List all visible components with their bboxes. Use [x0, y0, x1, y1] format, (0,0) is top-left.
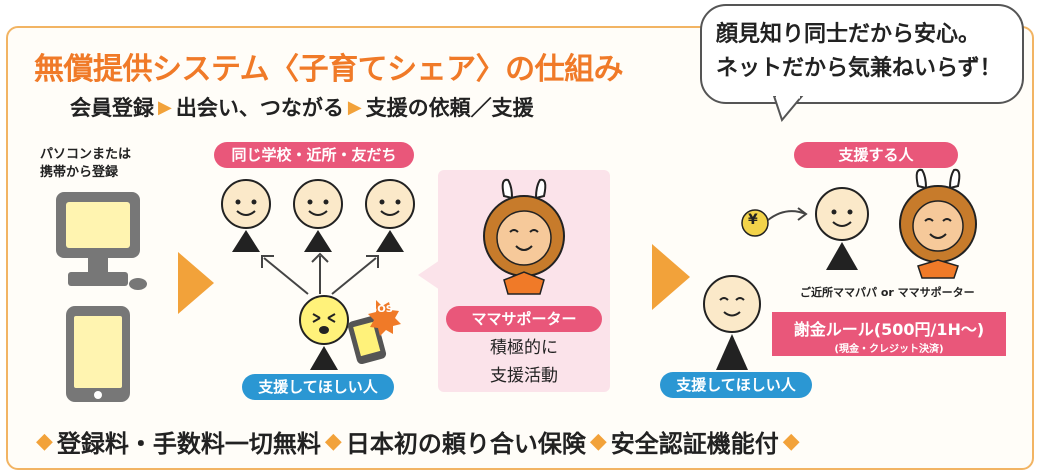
feature-insurance: 日本初の頼り合い保険 [345, 430, 586, 458]
yen-coin-icon [741, 209, 769, 237]
friend-icon [365, 179, 415, 252]
feature-bar: ◆ 登録料・手数料一切無料 ◆ 日本初の頼り合い保険 ◆ 安全認証機能付 ◆ [36, 424, 800, 459]
neighbor-parent-icon [815, 187, 869, 270]
lion-supporter-icon [899, 168, 977, 279]
diamond-icon: ◆ [324, 429, 342, 454]
payment-arrow-icon [767, 207, 808, 221]
feature-security: 安全認証機能付 [610, 430, 779, 458]
mama-desc-line2: 支援活動 [490, 366, 558, 386]
panel-pointer [418, 260, 440, 290]
requester-label-left: 支援してほしい人 [242, 374, 394, 400]
step-meet: 出会い、つながる [175, 96, 344, 120]
bubble-line-2: ネットだから気兼ねいらず！ [716, 56, 1002, 81]
step-arrow-icon: ▶ [347, 96, 362, 118]
process-steps: 会員登録 ▶ 出会い、つながる ▶ 支援の依頼／支援 [70, 92, 534, 122]
speech-bubble-tail [772, 96, 804, 122]
step-register: 会員登録 [70, 96, 154, 120]
diamond-icon: ◆ [782, 429, 800, 454]
supporter-label: 支援する人 [794, 142, 958, 168]
step-support: 支援の依頼／支援 [365, 96, 534, 120]
fee-rule-sub: (現金・クレジット決済) [834, 344, 944, 355]
tablet-icon [66, 306, 130, 402]
flow-arrow-icon [178, 252, 214, 314]
fee-rule-main: 謝金ルール(500円/1H〜) [793, 320, 985, 339]
phone-sos-icon [348, 300, 401, 365]
speech-bubble [700, 4, 1024, 104]
network-label: 同じ学校・近所・友だち [214, 142, 414, 168]
register-note-line2: 携帯から登録 [40, 165, 119, 180]
sos-label: SOS [370, 304, 393, 315]
mama-desc-line1: 積極的に [490, 338, 558, 358]
fee-rule-box: 謝金ルール(500円/1H〜) (現金・クレジット決済) [772, 312, 1006, 356]
friend-icon [221, 179, 271, 252]
register-note-line1: パソコンまたは [40, 147, 132, 162]
yen-label: ¥ [748, 212, 758, 228]
bubble-line-1: 顔見知り同士だから安心。 [716, 22, 981, 47]
worried-person-icon [299, 295, 349, 370]
requester-person-icon [703, 275, 761, 370]
friend-icon [293, 179, 343, 252]
mama-supporter-label: ママサポーター [446, 306, 602, 332]
friends-group [221, 179, 415, 252]
speech-bubble-text: 顔見知り同士だから安心。 ネットだから気兼ねいらず！ [716, 18, 1002, 86]
diamond-icon: ◆ [36, 429, 53, 454]
step-arrow-icon: ▶ [158, 96, 172, 118]
lion-supporter-icon [483, 178, 565, 295]
diamond-icon: ◆ [589, 429, 607, 454]
request-arrows [261, 252, 379, 295]
register-note: パソコンまたは 携帯から登録 [40, 146, 131, 182]
feature-free: 登録料・手数料一切無料 [56, 430, 321, 458]
computer-icon [56, 192, 147, 290]
neighbor-or-supporter: ご近所ママパパ or ママサポーター [800, 286, 975, 299]
requester-label-right: 支援してほしい人 [660, 372, 812, 398]
mama-description: 積極的に 支援活動 [438, 334, 610, 390]
flow-arrow-icon [652, 244, 690, 310]
diagram-title: 無償提供システム〈子育てシェア〉の仕組み [34, 52, 624, 87]
